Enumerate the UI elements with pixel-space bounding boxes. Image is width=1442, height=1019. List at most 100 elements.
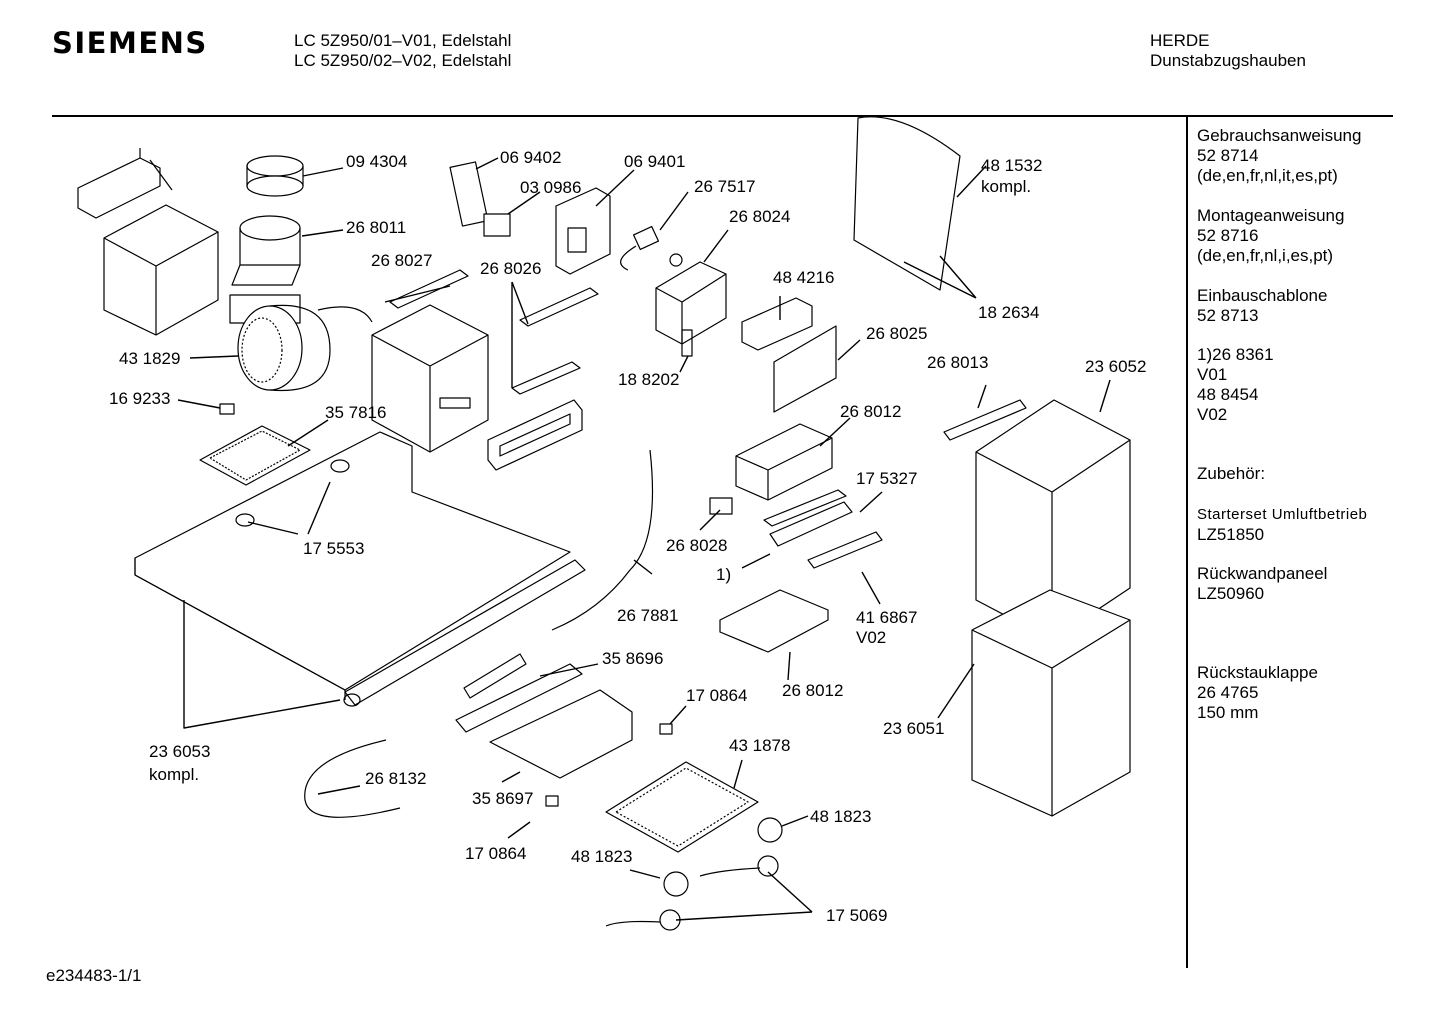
lamp-3: [757, 855, 779, 877]
part-label: 26 8027: [371, 251, 433, 270]
flap-size: 150 mm: [1197, 703, 1259, 722]
part-label: 48 1823: [571, 847, 633, 866]
template-number: 52 8713: [1197, 306, 1259, 325]
power-plug: [620, 225, 660, 271]
fan-housing: [371, 304, 489, 453]
part-label: 18 8202: [618, 370, 680, 389]
part-label: 26 8012: [782, 681, 844, 700]
lamp-wires: [605, 867, 761, 927]
manual-label: Gebrauchsanweisung: [1197, 126, 1362, 145]
part-label: 35 7816: [325, 403, 387, 422]
strip-b: [519, 287, 599, 327]
clip-2: [545, 795, 559, 807]
sidebar-starter: Starterset Umluftbetrieb LZ51850: [1197, 505, 1437, 545]
mounting-number: 52 8716: [1197, 226, 1259, 245]
part-label-suffix: V02: [856, 628, 887, 647]
motor-fan: [229, 294, 373, 392]
front-strip: [455, 663, 583, 733]
part-label: 26 8013: [927, 353, 989, 372]
exploded-parts-drawing: [77, 116, 1131, 931]
document-id: e234483-1/1: [46, 966, 142, 985]
part-label: 43 1878: [729, 736, 791, 755]
chimney-lower: [971, 589, 1131, 817]
sidebar-note: 1)26 8361 V01 48 8454 V02: [1197, 345, 1437, 425]
part-label: 06 9402: [500, 148, 562, 167]
header-divider: [52, 115, 1393, 117]
part-label: 23 6051: [883, 719, 945, 738]
part-label: 41 6867: [856, 608, 918, 627]
sidebar-panel: Rückwandpaneel LZ50960: [1197, 564, 1437, 604]
category-title: HERDE: [1150, 31, 1210, 50]
starter-number: LZ51850: [1197, 525, 1265, 544]
connector: [709, 497, 733, 515]
note-line-2: V01: [1197, 365, 1228, 384]
part-label: 23 6052: [1085, 357, 1147, 376]
part-label: 48 1823: [810, 807, 872, 826]
electronics-box: [735, 423, 833, 501]
model-line-1: LC 5Z950/01–V01, Edelstahl: [294, 31, 512, 50]
back-cover: [103, 204, 219, 336]
base-plate: [489, 689, 633, 779]
sidebar-divider: [1186, 116, 1188, 968]
leader-lines: [177, 157, 1111, 921]
flap-number: 26 4765: [1197, 683, 1259, 702]
part-label: 17 0864: [465, 844, 527, 863]
note-line-1: 1)26 8361: [1197, 345, 1274, 364]
strip-a: [389, 269, 469, 309]
lamp-2: [663, 871, 689, 897]
part-label: 26 8025: [866, 324, 928, 343]
note-line-4: V02: [1197, 405, 1228, 424]
flap-label: Rückstauklappe: [1197, 663, 1318, 682]
duct-ring: [246, 155, 304, 197]
mounting-label: Montageanweisung: [1197, 206, 1345, 225]
part-label: 35 8697: [472, 789, 534, 808]
brand-logo: SIEMENS: [52, 26, 208, 60]
cable: [551, 449, 654, 631]
small-switch: [219, 403, 235, 415]
duct-adapter: [231, 215, 301, 286]
knob-strip: [807, 531, 883, 569]
hood-canopy: [134, 431, 571, 700]
part-label: 48 4216: [773, 268, 835, 287]
part-label: 17 0864: [686, 686, 748, 705]
lamp-1: [757, 817, 783, 843]
panel-label: Rückwandpaneel: [1197, 564, 1328, 583]
note-line-3: 48 8454: [1197, 385, 1259, 404]
part-label: 23 6053: [149, 742, 211, 761]
light-tube: [343, 559, 586, 707]
part-label-suffix: kompl.: [149, 765, 200, 784]
part-label: 26 8011: [346, 218, 407, 237]
part-label: 09 4304: [346, 152, 408, 171]
part-label: 26 8132: [365, 769, 427, 788]
sidebar-manual: Gebrauchsanweisung 52 8714 (de,en,fr,nl,…: [1197, 126, 1437, 186]
part-label: 06 9401: [624, 152, 686, 171]
manual-number: 52 8714: [1197, 146, 1259, 165]
part-label: 26 8024: [729, 207, 791, 226]
sidebar-template: Einbauschablone 52 8713: [1197, 286, 1437, 326]
grease-filter: [199, 425, 311, 486]
part-label: 1): [716, 565, 732, 584]
mounting-bracket: [77, 148, 173, 219]
light-frame: [487, 399, 583, 471]
carbon-filter: [605, 761, 759, 853]
strip-c: [511, 361, 581, 395]
part-label: 18 2634: [978, 303, 1040, 322]
part-label: 43 1829: [119, 349, 181, 368]
template-label: Einbauschablone: [1197, 286, 1328, 305]
cable-cover: [655, 253, 727, 357]
part-label-suffix: kompl.: [981, 177, 1032, 196]
control-panel: [763, 489, 853, 547]
part-label: 17 5553: [303, 539, 365, 558]
part-label: 16 9233: [109, 389, 171, 408]
category-subtitle: Dunstabzugshauben: [1150, 51, 1306, 70]
sidebar-flap: Rückstauklappe 26 4765 150 mm: [1197, 663, 1437, 723]
part-label: 17 5069: [826, 906, 888, 925]
part-label: 26 7881: [617, 606, 679, 625]
control-board: [773, 325, 837, 413]
lamp-cable: [304, 739, 401, 818]
starter-label: Starterset Umluftbetrieb: [1197, 506, 1368, 523]
top-strip: [463, 653, 527, 699]
clip-1: [659, 723, 673, 735]
part-label: 26 7517: [694, 177, 756, 196]
model-line-2: LC 5Z950/02–V02, Edelstahl: [294, 51, 512, 70]
